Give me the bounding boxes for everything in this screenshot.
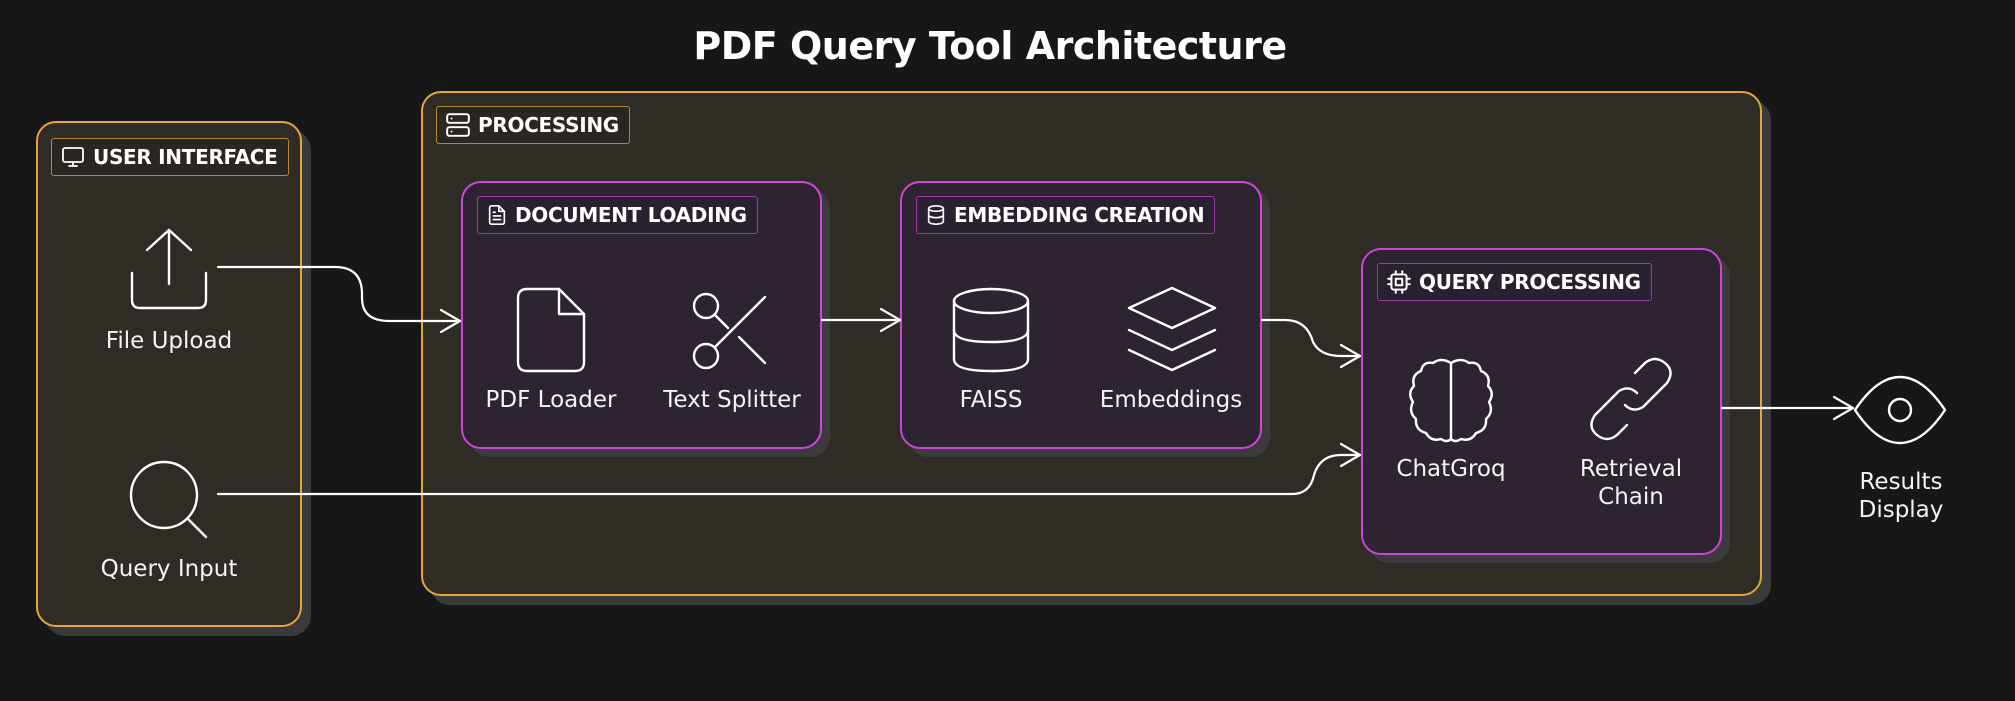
database-icon	[952, 287, 1030, 373]
node-label-faiss: FAISS	[959, 387, 1023, 413]
eye-icon	[1853, 375, 1947, 445]
diagram-title: PDF Query Tool Architecture	[693, 24, 1287, 68]
upload-icon	[130, 228, 208, 310]
cpu-icon	[1387, 270, 1411, 294]
group-badge-document-loading: DOCUMENT LOADING	[477, 196, 758, 234]
group-label-embedding-creation: EMBEDDING CREATION	[954, 203, 1205, 227]
group-badge-embedding-creation: EMBEDDING CREATION	[916, 196, 1216, 234]
group-label-document-loading: DOCUMENT LOADING	[515, 203, 747, 227]
layers-icon	[1127, 286, 1217, 372]
server-icon	[446, 113, 470, 137]
group-label-query-processing: QUERY PROCESSING	[1419, 270, 1641, 294]
file-icon	[516, 287, 586, 373]
node-label-chatgroq: ChatGroq	[1396, 456, 1506, 482]
node-label-results-display: Results Display	[1858, 469, 1944, 523]
group-label-user-interface: USER INTERFACE	[93, 145, 278, 169]
group-query-processing: QUERY PROCESSING	[1361, 248, 1722, 555]
database-small-icon	[927, 205, 945, 225]
node-label-text-splitter: Text Splitter	[663, 387, 801, 413]
group-badge-query-processing: QUERY PROCESSING	[1377, 263, 1652, 301]
node-label-embeddings: Embeddings	[1099, 387, 1243, 413]
group-document-loading: DOCUMENT LOADING	[461, 181, 822, 449]
group-badge-user-interface: USER INTERFACE	[51, 138, 289, 176]
arrowhead-results	[1832, 395, 1855, 421]
node-label-file-upload: File Upload	[105, 328, 233, 354]
monitor-icon	[62, 147, 84, 167]
node-label-query-input: Query Input	[100, 556, 238, 582]
group-badge-processing: PROCESSING	[436, 106, 630, 144]
brain-icon	[1409, 358, 1493, 443]
scissors-icon	[692, 292, 767, 370]
node-label-retrieval-chain: Retrieval Chain	[1579, 456, 1683, 510]
search-icon	[129, 460, 208, 539]
node-label-pdf-loader: PDF Loader	[485, 387, 617, 413]
document-icon	[488, 205, 506, 225]
group-label-processing: PROCESSING	[478, 113, 619, 137]
link-icon	[1590, 357, 1672, 441]
group-user-interface: USER INTERFACE	[36, 121, 302, 627]
